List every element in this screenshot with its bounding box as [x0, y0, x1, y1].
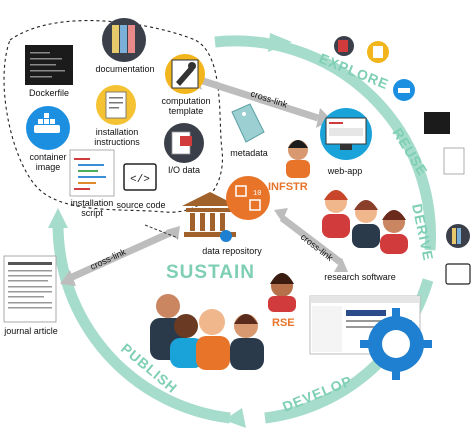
wrench-icon	[165, 54, 205, 94]
cross-link-label: cross-link	[249, 88, 289, 109]
documentation-icon	[102, 18, 146, 62]
installation-script-label: installation script	[70, 198, 114, 218]
svg-text:10: 10	[253, 190, 261, 198]
dockerfile-label: Dockerfile	[28, 88, 69, 98]
documentation-label: documentation	[95, 64, 155, 74]
artifact-boundary	[3, 20, 224, 213]
metadata-label: metadata	[230, 148, 268, 158]
source-code-icon: </>	[123, 163, 157, 191]
explore-tool-icons	[334, 36, 471, 285]
script-icon	[69, 149, 115, 197]
cross-link-label: cross-link	[89, 246, 128, 271]
data-repository-label: data repository	[202, 246, 262, 256]
cross-link-arrow-repo-article: cross-link	[60, 226, 180, 286]
infrastructure-icon: 10	[226, 176, 270, 220]
infrastructure-label: INFSTR	[268, 181, 308, 193]
computation-template-label: computation template	[161, 96, 211, 116]
io-data-label: I/O data	[167, 165, 201, 175]
instructions-icon	[96, 85, 136, 125]
source-code-label: source code	[116, 200, 166, 210]
metadata-tag-icon	[231, 103, 265, 143]
web-app-label: web-app	[327, 166, 363, 176]
installation-instructions-label: installation instructions	[94, 127, 140, 147]
research-software-label: research software	[324, 272, 396, 282]
community-avatars	[150, 294, 264, 370]
repository-icon	[182, 192, 238, 242]
docker-icon	[26, 106, 70, 150]
researcher-avatar	[286, 140, 310, 178]
dockerfile-icon	[25, 45, 73, 85]
container-image-label: container image	[29, 152, 67, 172]
io-data-icon	[164, 123, 204, 163]
rse-label: RSE	[272, 317, 295, 329]
journal-article-label: journal article	[4, 326, 58, 336]
svg-text:</>: </>	[130, 174, 150, 186]
rse-avatar	[268, 273, 296, 312]
sustain-label: SUSTAIN	[166, 262, 255, 283]
gear-icon	[360, 308, 432, 380]
dashed-arrow-source-repo	[144, 224, 179, 239]
user-group-avatars	[322, 190, 408, 254]
article-icon	[3, 255, 57, 323]
web-app-icon	[320, 108, 372, 160]
